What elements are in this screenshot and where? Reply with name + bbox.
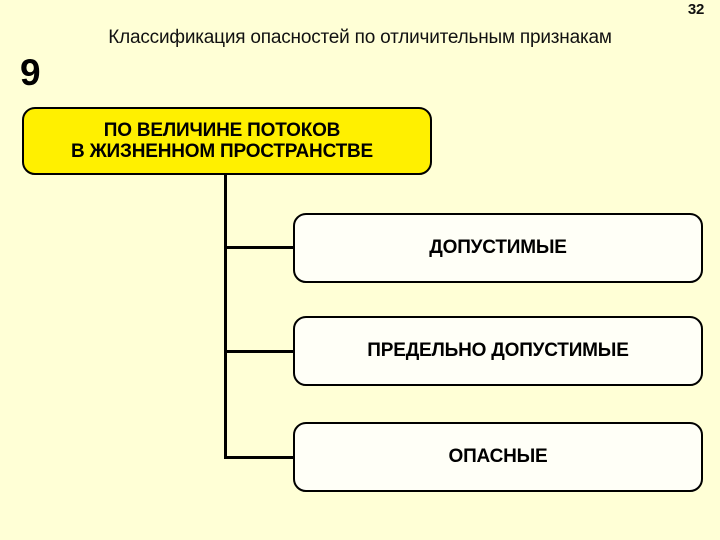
diagram-child-node-2[interactable]: ПРЕДЕЛЬНО ДОПУСТИМЫЕ: [293, 316, 703, 386]
connector-branch-2: [224, 350, 294, 353]
diagram-child-node-1[interactable]: ДОПУСТИМЫЕ: [293, 213, 703, 283]
connector-branch-3: [224, 456, 294, 459]
connector-branch-1: [224, 246, 294, 249]
diagram-root-node-text: ПО ВЕЛИЧИНЕ ПОТОКОВ В ЖИЗНЕННОМ ПРОСТРАН…: [14, 120, 430, 163]
slide-number-marker: 9: [20, 52, 41, 93]
page-number: 32: [687, 1, 704, 18]
diagram-child-node-3[interactable]: ОПАСНЫЕ: [293, 422, 703, 492]
diagram-root-node-line1: ПО ВЕЛИЧИНЕ ПОТОКОВ: [103, 119, 341, 141]
diagram-child-node-3-label: ОПАСНЫЕ: [448, 446, 548, 467]
diagram-root-node-line2: В ЖИЗНЕННОМ ПРОСТРАНСТВЕ: [70, 141, 374, 162]
page-title: Классификация опасностей по отличительны…: [108, 27, 612, 48]
diagram-child-node-2-label: ПРЕДЕЛЬНО ДОПУСТИМЫЕ: [367, 340, 629, 361]
connector-trunk-line: [224, 175, 227, 459]
diagram-child-node-1-label: ДОПУСТИМЫЕ: [429, 237, 567, 258]
diagram-root-node[interactable]: ПО ВЕЛИЧИНЕ ПОТОКОВ В ЖИЗНЕННОМ ПРОСТРАН…: [22, 107, 432, 175]
